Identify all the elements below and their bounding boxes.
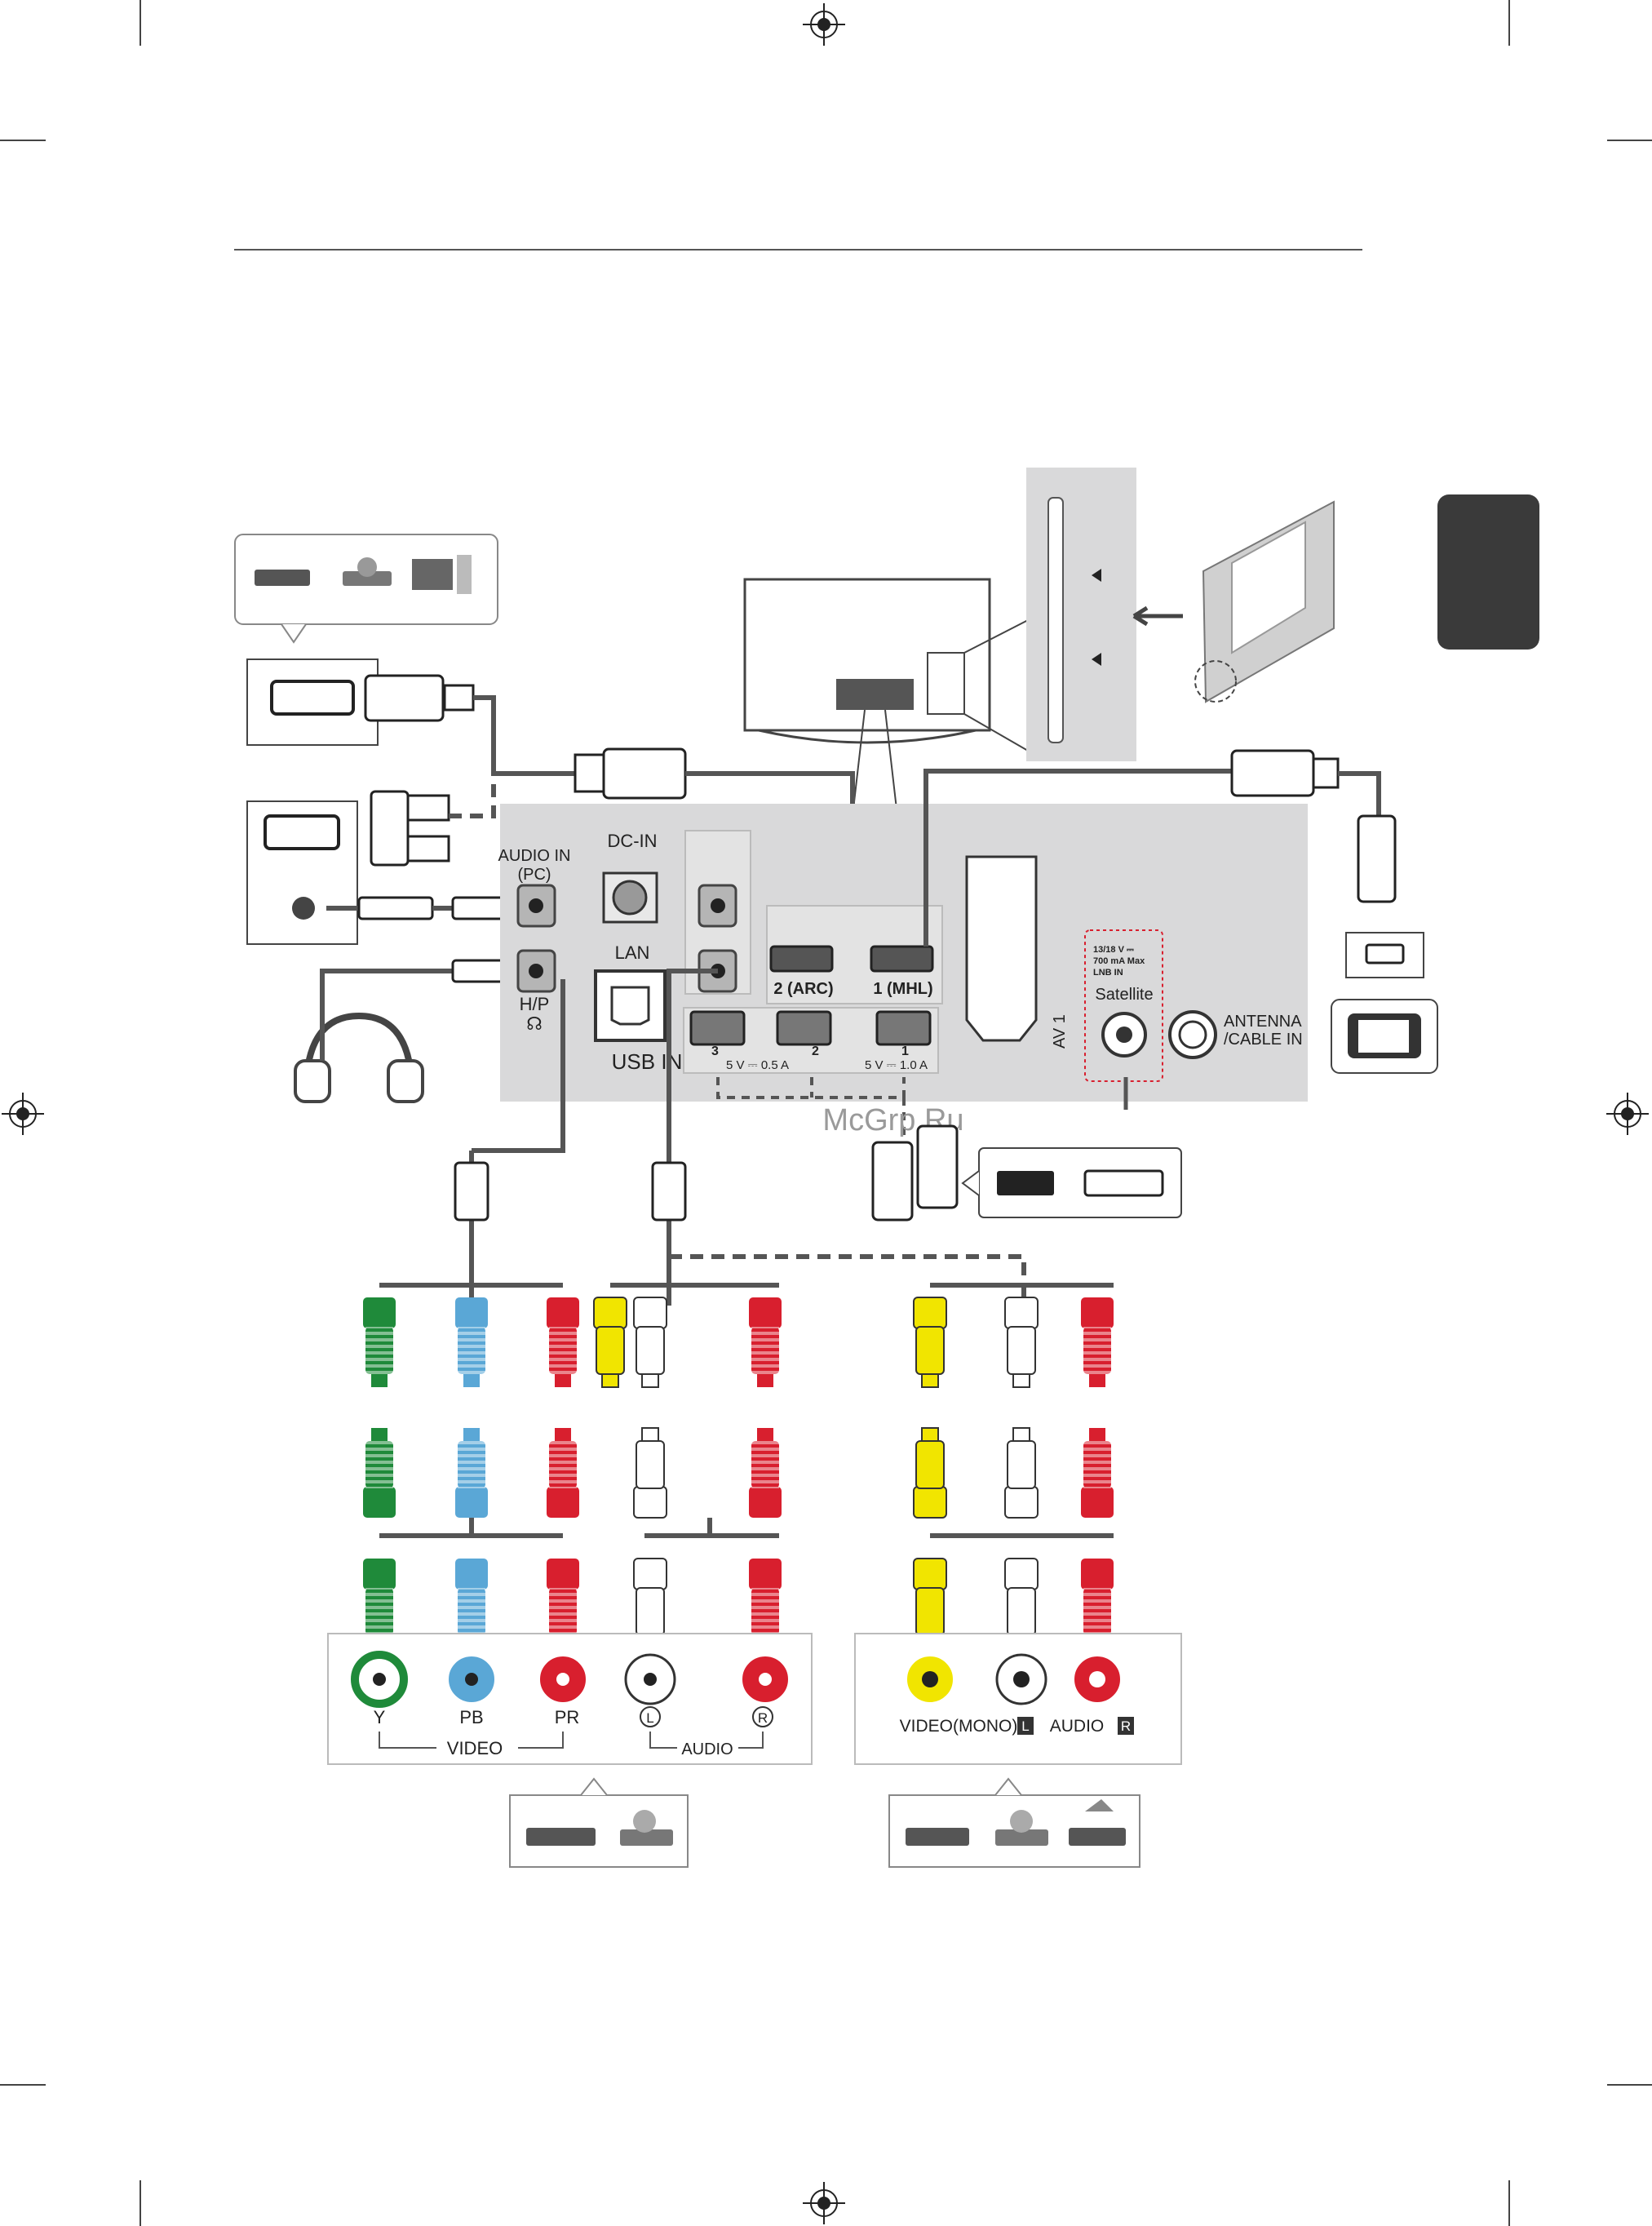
lan-port <box>596 971 665 1040</box>
usb-1-label: 1 <box>901 1044 909 1058</box>
usb-cable-plug <box>918 1126 957 1208</box>
dvi-port-icon <box>265 816 339 849</box>
sat-spec-1: 13/18 V ⎓ <box>1093 945 1134 955</box>
composite-source-devices <box>889 1779 1140 1867</box>
usb-stick-icon <box>997 1171 1054 1195</box>
ci-card-icon <box>1195 502 1334 702</box>
component-rca-plug <box>455 1163 488 1220</box>
usb-flash-drive-icon <box>873 1142 912 1220</box>
registration-mark-top <box>803 3 845 46</box>
y-label: Y <box>374 1707 386 1727</box>
audio-in-pc-port <box>518 885 555 926</box>
rca-top-row <box>363 1297 1114 1387</box>
tv-back-icon <box>745 579 1028 816</box>
audio-label: AUDIO <box>681 1740 733 1758</box>
audio-in-pc-label: (PC) <box>517 866 551 884</box>
red-plug <box>749 1428 782 1518</box>
dc-in-label: DC-IN <box>607 831 657 851</box>
red-plug <box>1081 1297 1114 1387</box>
satellite-port <box>1103 1013 1145 1056</box>
white-plug <box>634 1428 667 1518</box>
registration-mark-left <box>2 1093 44 1135</box>
registration-mark-bottom <box>803 2182 845 2224</box>
blue-plug <box>455 1297 488 1387</box>
white-plug <box>1005 1428 1038 1518</box>
insert-arrow <box>1134 608 1183 624</box>
white-plug <box>634 1297 667 1387</box>
hdmi-1-label: 1 (MHL) <box>873 980 932 998</box>
hdmi-plug-tv <box>604 749 685 798</box>
audio-plug-pc <box>359 898 432 919</box>
av1-label: AV 1 <box>1051 1014 1069 1049</box>
yellow-plug <box>594 1297 627 1387</box>
usb-rating-b: 5 V ⎓ 1.0 A <box>865 1058 928 1072</box>
sat-spec-2: 700 mA Max <box>1093 956 1145 966</box>
scart-av1-port <box>967 857 1036 1040</box>
mhl-hdmi-plug <box>1232 751 1313 796</box>
satellite-label: Satellite <box>1095 986 1153 1004</box>
red-plug <box>547 1428 579 1518</box>
antenna-port <box>1170 1012 1216 1058</box>
usb-hdd-icon <box>1085 1171 1163 1195</box>
hdmi-1-mhl-port <box>871 947 932 971</box>
usb-rating-a: 5 V ⎓ 0.5 A <box>726 1058 789 1072</box>
ci-slot-panel <box>1026 468 1136 761</box>
usb-in-label: USB IN <box>612 1049 683 1074</box>
composite-r-label: R <box>1121 1718 1131 1734</box>
registration-mark-right <box>1606 1093 1649 1135</box>
pc-audio-jack-icon <box>292 897 315 920</box>
video-mono-label: VIDEO(MONO) <box>900 1717 1018 1736</box>
hdmi-2-arc-port <box>771 947 832 971</box>
sat-spec-3: LNB IN <box>1093 968 1123 978</box>
yellow-plug <box>914 1428 946 1518</box>
rca-middle-row <box>363 1428 1114 1518</box>
green-plug <box>363 1428 396 1518</box>
hdmi-cable-1 <box>473 698 575 774</box>
audio-in-label: AUDIO IN <box>498 847 571 865</box>
pb-label: PB <box>459 1707 483 1727</box>
component-in-port <box>699 885 736 926</box>
antenna-label-2: /CABLE IN <box>1224 1031 1303 1049</box>
av-rca-plug <box>653 1163 685 1220</box>
r-label: R <box>758 1710 768 1726</box>
side-tab <box>1437 494 1539 650</box>
red-plug <box>1081 1428 1114 1518</box>
micro-usb-plug <box>1358 816 1395 902</box>
headphone-port <box>518 951 555 991</box>
dc-in-port <box>604 873 657 922</box>
blue-plug <box>455 1428 488 1518</box>
hdmi-source-devices <box>235 534 498 642</box>
headphone-icon-glyph: ☊ <box>526 1013 543 1034</box>
yellow-plug <box>914 1297 946 1387</box>
white-plug <box>1005 1297 1038 1387</box>
hdmi-plug <box>365 676 443 721</box>
composite-l-label: L <box>1021 1718 1029 1734</box>
pr-label: PR <box>555 1707 580 1727</box>
green-plug <box>363 1297 396 1387</box>
hdmi-port-icon <box>272 681 353 714</box>
red-plug <box>749 1297 782 1387</box>
usb-port-3 <box>691 1012 744 1044</box>
usb-port-1 <box>877 1012 930 1044</box>
usb-port-2 <box>777 1012 830 1044</box>
hdmi-2-label: 2 (ARC) <box>773 980 833 998</box>
l-label: L <box>646 1710 653 1726</box>
lan-label: LAN <box>615 942 650 963</box>
usb-2-label: 2 <box>812 1044 819 1058</box>
dvi-adapter <box>371 792 408 865</box>
video-label: VIDEO <box>447 1738 503 1758</box>
antenna-label-1: ANTENNA <box>1224 1013 1302 1031</box>
composite-audio-label: AUDIO <box>1050 1717 1105 1736</box>
headphones-icon <box>295 1016 423 1102</box>
red-plug <box>547 1297 579 1387</box>
usb-3-label: 3 <box>711 1044 719 1058</box>
component-source-devices <box>510 1779 688 1867</box>
hp-label: H/P <box>520 994 550 1014</box>
